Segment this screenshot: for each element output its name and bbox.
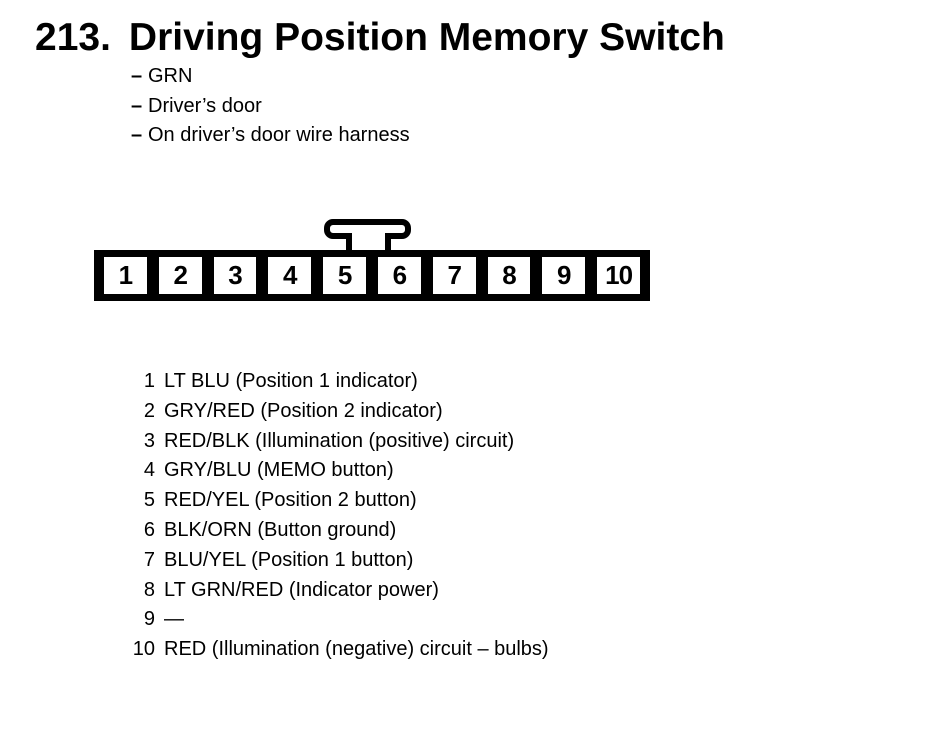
pin-row: 7 BLU/YEL (Position 1 button) [130, 546, 549, 576]
pin-row: 4 GRY/BLU (MEMO button) [130, 456, 549, 486]
pin-number: 3 [143, 429, 155, 452]
pin-row: 5 RED/YEL (Position 2 button) [130, 486, 549, 516]
pin-row: 8 LT GRN/RED (Indicator power) [130, 576, 549, 606]
dash-bullet: – [131, 65, 143, 87]
connector-cavity-9: 9 [542, 257, 586, 294]
connector-diagram: 1 2 3 4 5 6 7 8 9 10 [94, 219, 650, 301]
pin-description-list: 1 LT BLU (Position 1 indicator) 2 GRY/RE… [130, 367, 549, 665]
item-title: Driving Position Memory Switch [128, 16, 725, 59]
pin-description: BLU/YEL (Position 1 button) [164, 548, 414, 571]
pin-description: — [164, 608, 184, 631]
page-title: 213. Driving Position Memory Switch [35, 16, 725, 60]
pin-row: 1 LT BLU (Position 1 indicator) [130, 367, 549, 397]
pin-description: LT GRN/RED (Indicator power) [164, 578, 439, 601]
detail-text: Driver’s door [148, 94, 262, 117]
pin-description: GRY/RED (Position 2 indicator) [164, 399, 443, 422]
pin-number: 1 [143, 370, 155, 392]
pin-row: 2 GRY/RED (Position 2 indicator) [130, 397, 549, 427]
pin-description: RED/BLK (Illumination (positive) circuit… [164, 429, 515, 452]
pin-number: 4 [143, 459, 155, 482]
pin-row: 9 — [130, 605, 549, 635]
item-number: 213. [35, 16, 111, 59]
pin-description: RED (Illumination (negative) circuit – b… [164, 638, 549, 661]
dash-bullet: – [131, 94, 143, 117]
pin-row: 10 RED (Illumination (negative) circuit … [130, 635, 549, 665]
detail-text: On driver’s door wire harness [148, 124, 410, 146]
detail-item-location: – Driver’s door [131, 92, 410, 122]
pin-number: 5 [143, 489, 155, 512]
connector-cavity-4: 4 [268, 257, 312, 294]
connector-cavity-10: 10 [597, 257, 640, 294]
connector-cavity-2: 2 [158, 257, 202, 294]
connector-lock-tab-stem [346, 233, 391, 250]
pin-description: RED/YEL (Position 2 button) [164, 489, 417, 512]
pin-number: 2 [143, 399, 155, 422]
pin-row: 3 RED/BLK (Illumination (positive) circu… [130, 427, 549, 457]
connector-cavity-5: 5 [323, 257, 366, 294]
connector-cavity-3: 3 [213, 257, 257, 294]
connector-cavity-6: 6 [377, 257, 421, 294]
pin-description: BLK/ORN (Button ground) [164, 518, 397, 541]
detail-item-harness: – On driver’s door wire harness [131, 121, 410, 151]
dash-bullet: – [131, 124, 143, 146]
connector-cavity-8: 8 [487, 257, 531, 294]
pin-row: 6 BLK/ORN (Button ground) [130, 516, 549, 546]
pin-number: 7 [143, 548, 155, 571]
connector-body: 1 2 3 4 5 6 7 8 9 10 [94, 250, 650, 301]
pin-description: GRY/BLU (MEMO button) [164, 459, 394, 482]
pin-description: LT BLU (Position 1 indicator) [164, 370, 418, 392]
pin-number: 6 [143, 518, 155, 541]
connector-cavity-1: 1 [104, 257, 147, 294]
connector-cavity-7: 7 [432, 257, 476, 294]
detail-list: – GRN – Driver’s door – On driver’s door… [131, 62, 410, 151]
pin-number: 8 [143, 578, 155, 601]
pin-number: 9 [143, 608, 155, 631]
detail-text: GRN [148, 65, 193, 87]
pin-number: 10 [132, 638, 155, 661]
detail-item-color: – GRN [131, 62, 410, 92]
